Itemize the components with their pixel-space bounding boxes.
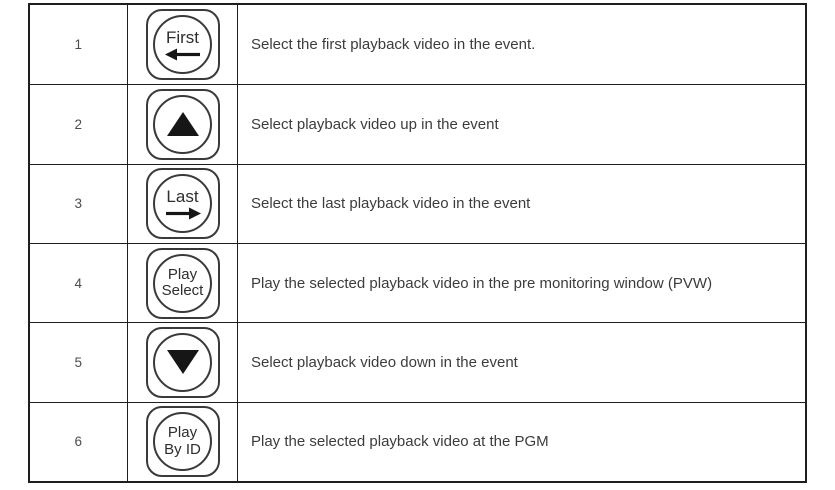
row-number: 3 (74, 196, 83, 212)
play-by-id-button-label-line2: By ID (164, 440, 201, 458)
table-row-description-cell: Select playback video down in the event (237, 322, 805, 402)
first-button-circle: First (153, 15, 212, 75)
play-select-button: Play Select (145, 247, 220, 319)
row-number: 2 (74, 116, 83, 132)
row-description: Play the selected playback video in the … (251, 274, 713, 292)
triangle-down-icon (166, 350, 199, 375)
long-left-arrow-icon (164, 48, 200, 61)
play-by-id-button-label-line1: Play (167, 424, 198, 442)
up-button-circle (153, 94, 212, 154)
first-button: First (145, 9, 220, 81)
table-row-icon-cell: Play By ID (127, 401, 237, 481)
table-row-number-cell: 2 (30, 84, 127, 163)
table-row-description-cell: Play the selected playback video in the … (237, 243, 805, 323)
last-button: Last (145, 168, 220, 240)
row-number: 5 (74, 354, 83, 370)
table-row-number-cell: 3 (30, 163, 127, 243)
row-number: 1 (74, 37, 83, 53)
row-description: Select the last playback video in the ev… (251, 195, 531, 213)
table-row-icon-cell (127, 84, 237, 164)
playback-controls-table: 1 First Select the first playback video … (28, 3, 807, 483)
last-button-label: Last (166, 186, 199, 206)
table-row-number-cell: 5 (30, 322, 127, 401)
row-description: Select playback video up in the event (251, 115, 499, 133)
table-row-icon-cell: Play Select (127, 243, 237, 323)
play-select-button-label-line2: Select (161, 282, 204, 300)
first-button-label: First (165, 27, 200, 47)
play-by-id-button: Play By ID (145, 406, 220, 478)
row-description: Select the first playback video in the e… (251, 36, 536, 54)
table-row-description-cell: Select the first playback video in the e… (237, 5, 805, 85)
down-button (145, 326, 220, 398)
table-row-description-cell: Select the last playback video in the ev… (237, 163, 805, 243)
table-row-number-cell: 6 (30, 401, 127, 481)
play-select-button-circle: Play Select (153, 253, 212, 313)
row-description: Select playback video down in the event (251, 353, 518, 371)
row-description: Play the selected playback video at the … (251, 433, 549, 451)
table-row-number-cell: 1 (30, 5, 127, 84)
triangle-up-icon (166, 112, 199, 137)
row-number: 6 (74, 434, 83, 450)
play-select-button-label-line1: Play (167, 265, 198, 283)
table-row-icon-cell: Last (127, 163, 237, 243)
row-number: 4 (74, 275, 83, 291)
table-row-description-cell: Select playback video up in the event (237, 84, 805, 164)
table-row-description-cell: Play the selected playback video at the … (237, 401, 805, 481)
long-right-arrow-icon (165, 207, 201, 220)
up-button (145, 88, 220, 160)
table-row-number-cell: 4 (30, 243, 127, 322)
last-button-circle: Last (153, 174, 212, 234)
down-button-circle (153, 332, 212, 392)
table-row-icon-cell (127, 322, 237, 402)
play-by-id-button-circle: Play By ID (153, 412, 212, 472)
table-row-icon-cell: First (127, 5, 237, 85)
